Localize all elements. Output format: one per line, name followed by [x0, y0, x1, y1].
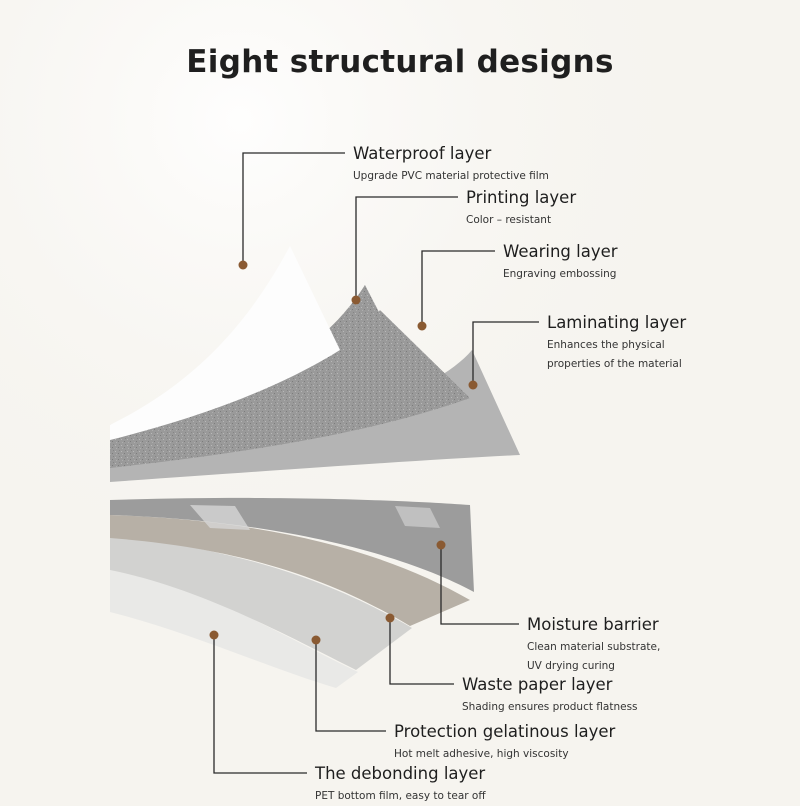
layer-name: Waste paper layer — [462, 675, 613, 694]
sheet-moisture — [110, 497, 474, 592]
layer-name: Protection gelatinous layer — [394, 722, 616, 741]
sheet-waterproof — [110, 246, 340, 440]
leader-line-waterproof-layer — [242, 152, 345, 265]
layer-name: Moisture barrier — [527, 615, 659, 634]
marker-dot-the-debonding-layer — [209, 630, 219, 640]
sheet-printing — [110, 285, 410, 445]
layer-description: Hot melt adhesive, high viscosity — [394, 748, 569, 760]
layer-name: The debonding layer — [315, 764, 486, 783]
sheet-protection — [110, 535, 412, 670]
layer-name: Waterproof layer — [353, 144, 492, 163]
marker-dot-laminating-layer — [468, 380, 478, 390]
leader-line-laminating-layer — [472, 321, 539, 385]
marker-dot-wearing-layer — [417, 321, 427, 331]
marker-dot-moisture-barrier — [436, 540, 446, 550]
marker-dot-protection-gelatinous-layer — [311, 635, 321, 645]
sheet-debonding — [110, 565, 358, 688]
sheet-moisture-highlight-2 — [395, 506, 440, 528]
layer-name: Wearing layer — [503, 242, 618, 261]
layer-name: Laminating layer — [547, 313, 687, 332]
marker-dot-printing-layer — [351, 295, 361, 305]
page-title: Eight structural designs — [186, 44, 614, 80]
leader-line-protection-gelatinous-layer — [315, 640, 386, 732]
layer-description: UV drying curing — [527, 660, 615, 672]
layer-description: Shading ensures product flatness — [462, 701, 638, 713]
marker-dot-waterproof-layer — [238, 260, 248, 270]
leader-line-the-debonding-layer — [213, 635, 307, 774]
leader-line-printing-layer — [355, 196, 458, 300]
sheet-moisture-highlight — [190, 505, 250, 530]
layer-name: Printing layer — [466, 188, 577, 207]
leader-line-wearing-layer — [421, 250, 495, 326]
leader-line-moisture-barrier — [440, 545, 519, 625]
layer-description: Enhances the physical — [547, 339, 665, 351]
layer-description: Color – resistant — [466, 214, 552, 226]
marker-dot-waste-paper-layer — [385, 613, 395, 623]
layer-description: PET bottom film, easy to tear off — [315, 790, 486, 802]
leader-line-waste-paper-layer — [389, 618, 454, 685]
layer-description: Engraving embossing — [503, 268, 617, 280]
layer-description: Upgrade PVC material protective film — [353, 170, 549, 182]
layer-description: properties of the material — [547, 358, 682, 370]
sheet-waste-paper — [110, 515, 470, 626]
layer-description: Clean material substrate, — [527, 641, 661, 653]
